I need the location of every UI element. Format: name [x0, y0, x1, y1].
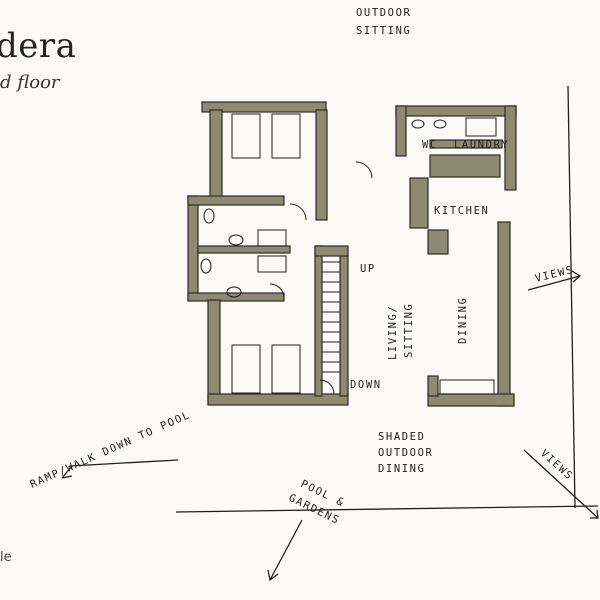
wall-bath-left — [187, 195, 199, 301]
property-line-vertical — [567, 85, 576, 509]
wall-laundry-div — [429, 139, 503, 149]
bed-bottom-left — [231, 344, 261, 394]
views-arrow-east — [527, 270, 582, 291]
dining-bench — [439, 379, 495, 395]
stair-treads — [322, 261, 340, 373]
wall-left-upper — [209, 109, 223, 199]
bed-bottom-right — [271, 344, 301, 394]
wall-kitchen-counter — [429, 154, 501, 178]
basin-2 — [200, 258, 212, 274]
wall-counter-west — [409, 177, 429, 229]
wall-bath-top — [187, 195, 285, 206]
arrows — [61, 270, 599, 582]
property-line-horizontal — [175, 505, 599, 513]
closet-2 — [257, 255, 287, 273]
wc-toilet — [411, 119, 425, 129]
wall-dining-stub — [427, 375, 439, 397]
label-shaded-dining: DINING — [378, 463, 426, 475]
basin-1 — [203, 208, 215, 224]
wall-stair-left — [314, 245, 323, 397]
scale-label: le — [0, 550, 12, 565]
wall-kitchen-left — [395, 105, 407, 157]
bed-top-right — [271, 113, 301, 159]
ramp-line — [69, 459, 179, 467]
label-living: LIVING/ — [387, 305, 399, 360]
label-views-southeast: VIEWS — [538, 447, 575, 482]
wall-kitchen-top — [395, 105, 517, 117]
fixtures — [200, 113, 497, 395]
laundry-machine — [465, 117, 497, 137]
label-living-sitting: SITTING — [403, 303, 415, 358]
wall-bedroom-top — [201, 101, 327, 113]
wall-stair-top — [314, 245, 349, 257]
label-up: UP — [360, 263, 376, 275]
label-down: DOWN — [350, 379, 382, 391]
wall-east-upper — [504, 105, 517, 191]
site-lines — [69, 85, 599, 513]
wall-bath-mid — [197, 245, 291, 254]
wall-stair-right — [339, 255, 349, 397]
project-title: dera — [0, 26, 77, 66]
door-swings — [269, 161, 373, 395]
label-outdoor: OUTDOOR — [356, 7, 411, 19]
views-arrow-southeast — [523, 449, 599, 519]
wall-east-lower — [497, 221, 511, 407]
label-sitting-outdoor: SITTING — [356, 25, 411, 37]
label-ramp: RAMP/WALK DOWN TO POOL — [28, 409, 192, 491]
label-laundry: LAUNDRY — [454, 139, 509, 151]
floor-subtitle: d floor — [0, 72, 60, 93]
ramp-arrow — [61, 465, 73, 479]
wall-left-lower — [207, 299, 221, 405]
toilet-1 — [228, 234, 244, 246]
wall-dining-bottom — [427, 393, 515, 407]
closet-1 — [257, 229, 287, 247]
label-wc: WC — [422, 139, 438, 151]
wall-island — [427, 229, 449, 255]
wc-basin — [433, 119, 447, 129]
pool-arrow — [267, 519, 303, 582]
label-views-east: VIEWS — [534, 264, 575, 285]
bed-top-left — [231, 113, 261, 159]
label-kitchen: KITCHEN — [434, 205, 489, 217]
label-shaded: SHADED — [378, 431, 426, 443]
toilet-2 — [226, 286, 242, 298]
label-shaded-outdoor: OUTDOOR — [378, 447, 433, 459]
wall-bottom — [207, 393, 349, 406]
wall-right-upper — [315, 109, 328, 221]
label-dining-room: DINING — [457, 296, 469, 344]
